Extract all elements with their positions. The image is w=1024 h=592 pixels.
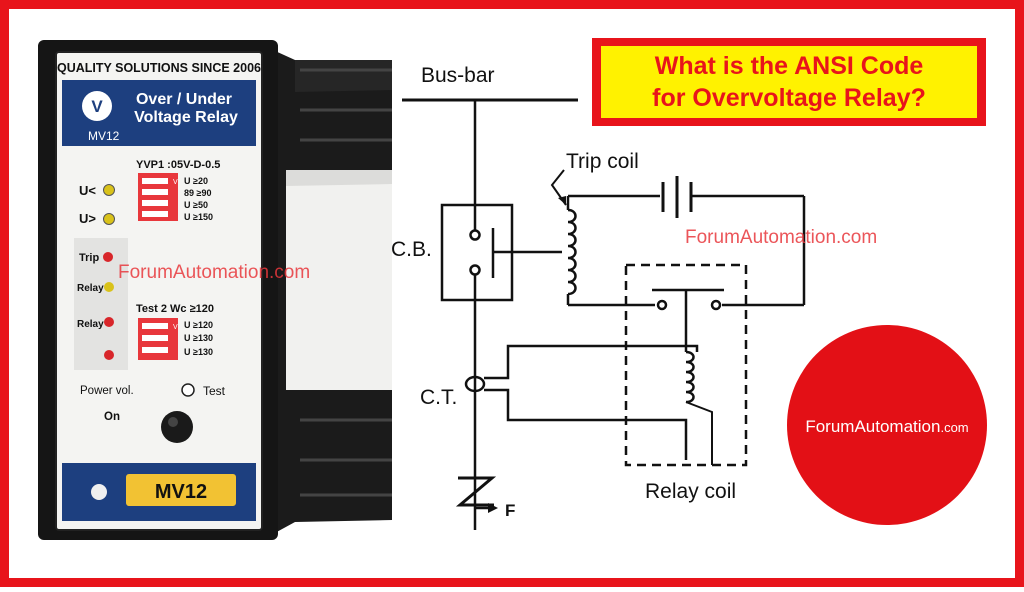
ct-secondary-bottom bbox=[484, 388, 688, 460]
test-label: Test bbox=[203, 384, 226, 398]
indicator-u-high-led bbox=[103, 213, 115, 225]
indicator-relay1-led bbox=[104, 282, 114, 292]
fault-symbol bbox=[455, 476, 497, 507]
device-settings-header: YVP1 :05V-D-0.5 bbox=[136, 159, 220, 171]
on-label: On bbox=[104, 411, 120, 423]
setting-upper-4: U ≥150 bbox=[184, 212, 213, 222]
brand-badge-circle bbox=[787, 325, 987, 525]
setting-upper-2: 89 ≥90 bbox=[184, 188, 211, 198]
device-side-label bbox=[286, 170, 392, 390]
device-name-line1: Over / Under bbox=[136, 91, 232, 108]
schematic bbox=[402, 98, 806, 530]
indicator-u-low-label: U< bbox=[79, 183, 96, 198]
title-box-fill bbox=[601, 46, 977, 118]
device-test-header: Test 2 Wc ≥120 bbox=[136, 303, 214, 315]
device-name-line2: Voltage Relay bbox=[134, 109, 238, 126]
indicator-u-low-led bbox=[103, 184, 115, 196]
relay-device: QUALITY SOLUTIONS SINCE 2006 V Over / Un… bbox=[38, 40, 392, 540]
setting-upper-1: U ≥20 bbox=[184, 176, 208, 186]
device-model-small: MV12 bbox=[88, 129, 120, 143]
setting-lower-1: U ≥120 bbox=[184, 320, 213, 330]
model-plate bbox=[126, 474, 236, 506]
indicator-trip-label: Trip bbox=[79, 252, 99, 264]
indicator-trip-led bbox=[103, 252, 113, 262]
ct-secondary-top bbox=[484, 344, 699, 380]
cb-label: C.B. bbox=[391, 238, 432, 261]
indicator-relay2-label: Relay bbox=[77, 319, 104, 330]
device-footer-led bbox=[91, 484, 107, 500]
title-line2: for Overvoltage Relay? bbox=[652, 84, 926, 112]
watermark-center: ForumAutomation.com bbox=[685, 227, 877, 248]
fault-arrow bbox=[488, 503, 498, 513]
brand-badge-suffix: .com bbox=[940, 420, 968, 435]
indicator-group-panel bbox=[74, 238, 128, 370]
device-front-panel bbox=[55, 51, 263, 531]
title-line1: What is the ANSI Code bbox=[655, 52, 924, 80]
power-vol-label: Power vol. bbox=[80, 385, 134, 397]
dip-upper-label: V bbox=[173, 179, 178, 186]
brand-badge-text: ForumAutomation.com bbox=[805, 417, 968, 436]
ct-label: C.T. bbox=[420, 386, 457, 409]
relay-contact-left bbox=[656, 299, 668, 311]
setting-lower-3: U ≥130 bbox=[184, 347, 213, 357]
brand-badge: ForumAutomation.com bbox=[787, 325, 987, 525]
device-logo-letter: V bbox=[91, 97, 103, 116]
setting-upper-3: U ≥50 bbox=[184, 200, 208, 210]
model-plate-text: MV12 bbox=[155, 481, 207, 503]
device-banner: QUALITY SOLUTIONS SINCE 2006 bbox=[57, 61, 261, 75]
relay-enclosure bbox=[624, 263, 748, 467]
trip-coil-winding bbox=[567, 208, 577, 296]
test-led bbox=[181, 383, 195, 397]
title-box: What is the ANSI Code for Overvoltage Re… bbox=[592, 38, 986, 126]
dip-lower-label: V bbox=[173, 324, 178, 331]
indicator-u-high-label: U> bbox=[79, 211, 96, 226]
fault-label: F bbox=[505, 501, 515, 520]
indicator-relay2-led bbox=[104, 317, 114, 327]
trip-coil-label: Trip coil bbox=[566, 150, 639, 173]
brand-badge-brand: ForumAutomation bbox=[805, 417, 940, 436]
device-logo bbox=[82, 91, 112, 121]
setting-lower-2: U ≥130 bbox=[184, 333, 213, 343]
relay-coil-winding bbox=[685, 350, 695, 404]
busbar-label: Bus-bar bbox=[421, 64, 495, 87]
relay-coil-label: Relay coil bbox=[645, 480, 736, 503]
watermark-left: ForumAutomation.com bbox=[118, 262, 310, 283]
indicator-4-led bbox=[104, 350, 114, 360]
indicator-relay1-label: Relay bbox=[77, 283, 104, 294]
relay-contact-right bbox=[710, 299, 722, 311]
